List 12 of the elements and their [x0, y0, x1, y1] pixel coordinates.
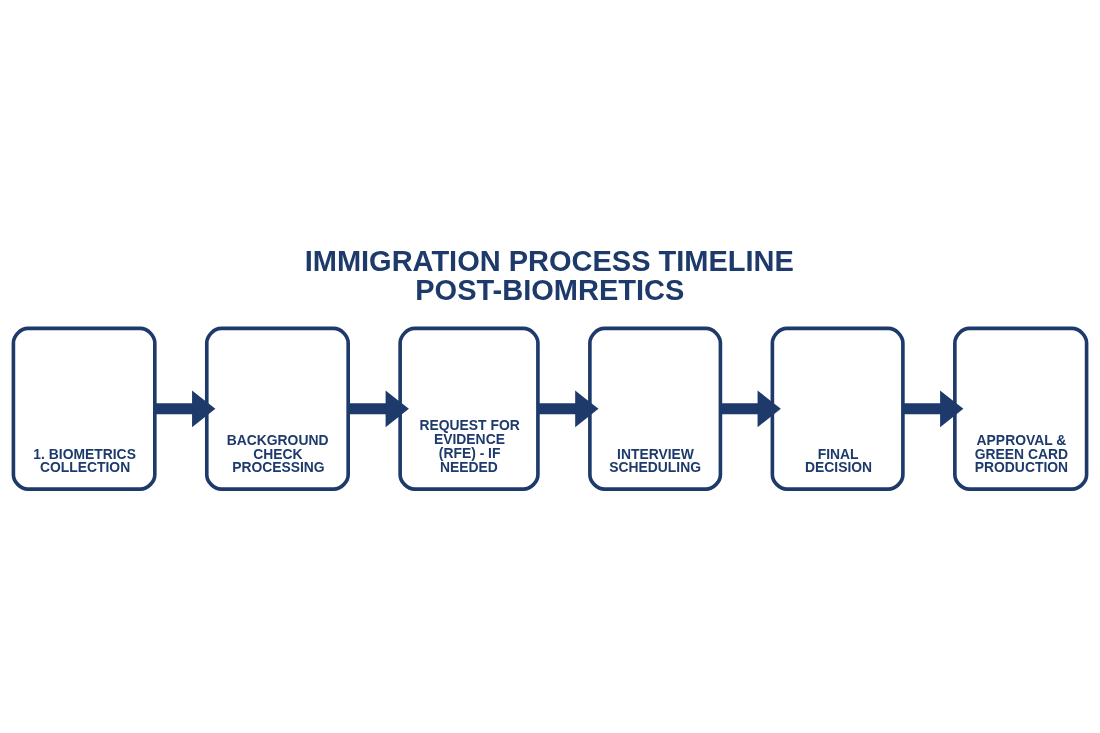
- arrow: [155, 390, 216, 428]
- node-box: BACKGROUND CHECK PROCESSING: [204, 326, 350, 491]
- node-box: INTERVIEW SCHEDULING: [588, 326, 723, 491]
- arrow: [903, 390, 964, 428]
- node-box: 1. BIOMETRICS COLLECTION: [11, 326, 157, 491]
- arrow: [720, 390, 781, 428]
- arrow: [538, 390, 599, 428]
- node-box: APPROVAL & GREEN CARD PRODUCTION: [953, 326, 1089, 491]
- node-box: REQUEST FOR EVIDENCE (RFE) - IF NEEDED: [398, 326, 540, 491]
- node-box: FINAL DECISION: [770, 326, 905, 491]
- diagram-title: IMMIGRATION PROCESS TIMELINE POST-BIOMRETICS: [304, 244, 794, 306]
- arrow: [348, 390, 409, 428]
